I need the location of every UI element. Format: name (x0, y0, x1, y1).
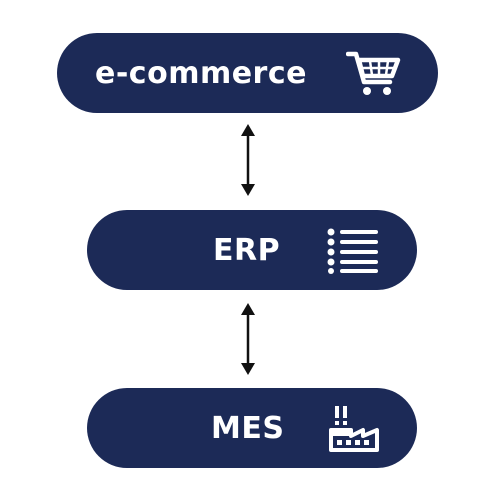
node-label-erp: ERP (213, 232, 281, 268)
node-label-ecommerce: e-commerce (95, 55, 307, 91)
list-icon (326, 228, 380, 278)
node-mes: MES (87, 388, 417, 468)
shopping-cart-icon (345, 48, 402, 102)
node-ecommerce: e-commerce (57, 33, 438, 113)
bidirectional-arrow (238, 303, 258, 379)
node-label-mes: MES (211, 410, 285, 446)
node-erp: ERP (87, 210, 417, 290)
factory-icon (329, 404, 381, 456)
bidirectional-arrow (238, 124, 258, 200)
